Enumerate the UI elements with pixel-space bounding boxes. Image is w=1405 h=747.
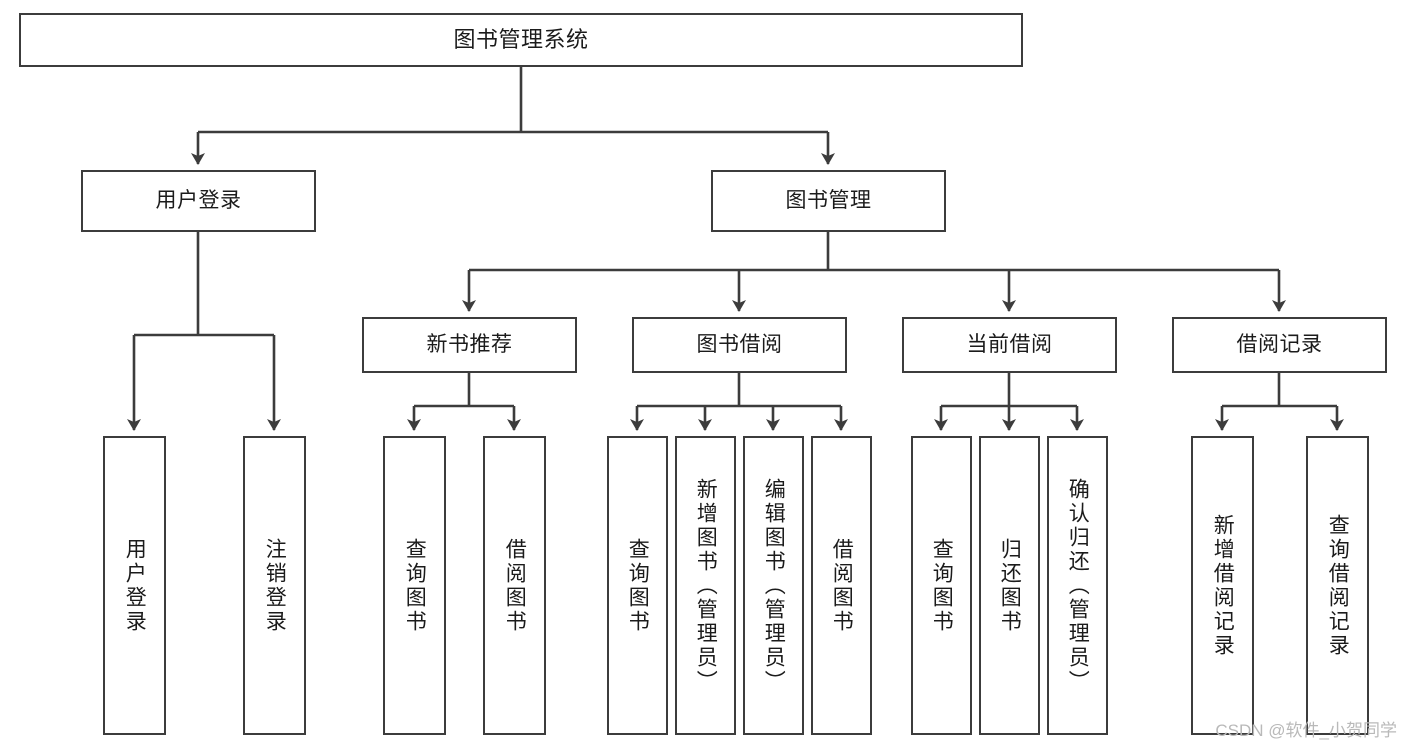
node-leaf-user-login[interactable]: 用户登录 xyxy=(103,436,166,735)
node-root-system[interactable]: 图书管理系统 xyxy=(19,13,1023,67)
node-current-borrow[interactable]: 当前借阅 xyxy=(902,317,1117,373)
node-label: 新增图书（管理员） xyxy=(694,477,718,694)
node-leaf-query-book-2[interactable]: 查询图书 xyxy=(607,436,668,735)
node-new-book-recommend[interactable]: 新书推荐 xyxy=(362,317,577,373)
node-leaf-borrow-book-1[interactable]: 借阅图书 xyxy=(483,436,546,735)
node-leaf-add-record[interactable]: 新增借阅记录 xyxy=(1191,436,1254,735)
node-leaf-borrow-book-2[interactable]: 借阅图书 xyxy=(811,436,872,735)
node-label: 查询图书 xyxy=(930,537,954,634)
node-label: 注销登录 xyxy=(263,537,287,634)
node-book-manage[interactable]: 图书管理 xyxy=(711,170,946,232)
node-label: 用户登录 xyxy=(155,189,242,213)
node-leaf-query-book-1[interactable]: 查询图书 xyxy=(383,436,446,735)
node-label: 新书推荐 xyxy=(426,333,513,357)
node-label: 图书管理 xyxy=(785,189,872,213)
node-leaf-confirm-return[interactable]: 确认归还（管理员） xyxy=(1047,436,1108,735)
node-label: 用户登录 xyxy=(123,537,147,634)
node-label: 借阅图书 xyxy=(503,537,527,634)
node-leaf-query-record[interactable]: 查询借阅记录 xyxy=(1306,436,1369,735)
node-label: 查询图书 xyxy=(403,537,427,634)
node-leaf-query-book-3[interactable]: 查询图书 xyxy=(911,436,972,735)
node-label: 借阅记录 xyxy=(1236,333,1323,357)
node-label: 查询图书 xyxy=(626,537,650,634)
node-label: 当前借阅 xyxy=(966,333,1053,357)
node-label: 确认归还（管理员） xyxy=(1066,477,1090,694)
node-label: 编辑图书（管理员） xyxy=(762,477,786,694)
node-leaf-add-book[interactable]: 新增图书（管理员） xyxy=(675,436,736,735)
watermark-text: CSDN @软件_小贺同学 xyxy=(1215,721,1397,740)
node-leaf-edit-book[interactable]: 编辑图书（管理员） xyxy=(743,436,804,735)
node-label: 新增借阅记录 xyxy=(1211,513,1235,658)
node-label: 图书借阅 xyxy=(696,333,783,357)
node-leaf-return-book[interactable]: 归还图书 xyxy=(979,436,1040,735)
node-book-borrow[interactable]: 图书借阅 xyxy=(632,317,847,373)
node-label: 借阅图书 xyxy=(830,537,854,634)
node-user-login[interactable]: 用户登录 xyxy=(81,170,316,232)
node-label: 图书管理系统 xyxy=(453,26,589,52)
node-label: 归还图书 xyxy=(998,537,1022,634)
node-borrow-record[interactable]: 借阅记录 xyxy=(1172,317,1387,373)
node-label: 查询借阅记录 xyxy=(1326,513,1350,658)
node-leaf-logout[interactable]: 注销登录 xyxy=(243,436,306,735)
